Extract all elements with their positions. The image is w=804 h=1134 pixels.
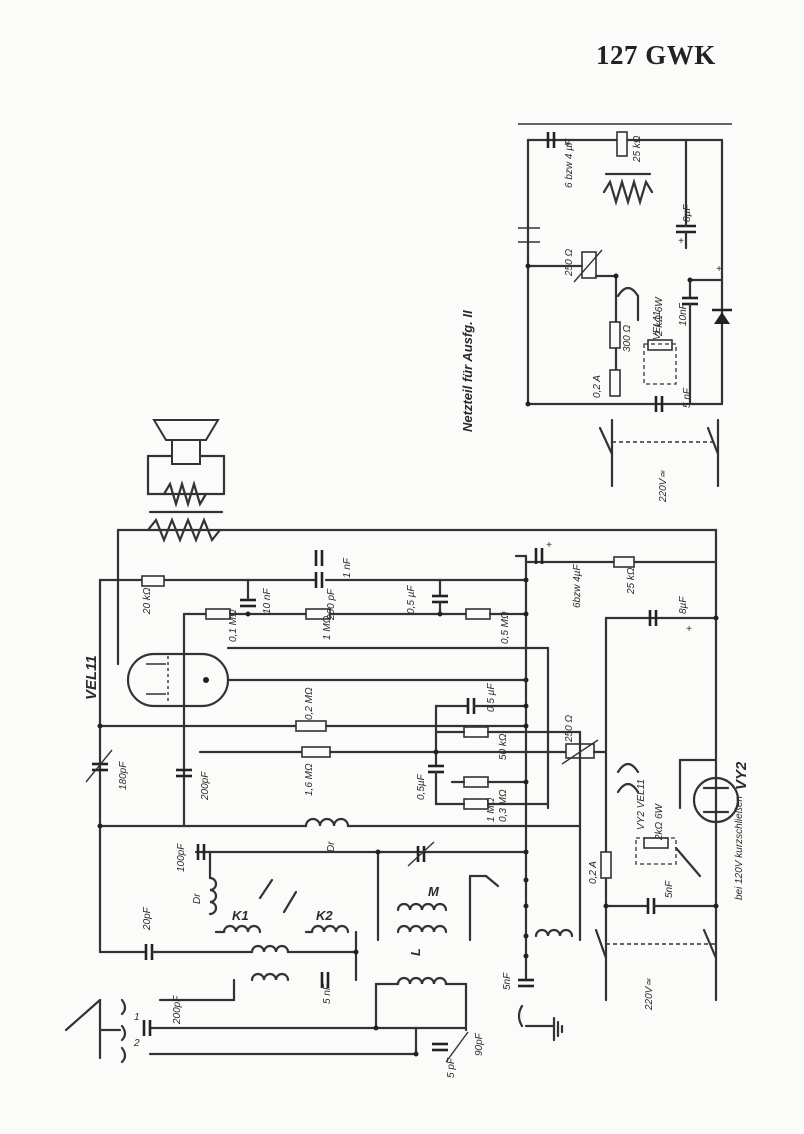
inset-fuse	[609, 369, 621, 397]
resistor-20k	[141, 575, 165, 587]
inset-power-supply: + 25 kΩ 6 bzw 4 µF 8µF + 250 Ω	[460, 123, 732, 503]
label-0-5uf-c: 0,5µF	[416, 773, 427, 800]
label-100pf: 100pF	[176, 843, 187, 872]
plus-b: +	[686, 624, 692, 635]
label-vy2-vel11: VY2 VEL11	[636, 779, 647, 830]
label-200pf-a: 200 pF	[326, 588, 337, 621]
inset-label-10n: 10nF	[678, 302, 689, 326]
label-180pf: 180pF	[118, 761, 129, 790]
label-dr-2: Dr	[326, 841, 337, 852]
label-0-5m: 0,5 MΩ	[500, 611, 511, 644]
label-vel11-tube: VEL11	[83, 655, 100, 700]
label-l: L	[408, 948, 423, 956]
inset-label-6bzw4: 6 bzw 4 µF	[564, 138, 575, 188]
label-0-2m: 0,2 MΩ	[304, 687, 315, 720]
model-title: 127 GWK	[596, 40, 716, 70]
label-bei-120v: bei 120V kurzschließen	[734, 796, 745, 900]
inset-caption: Netzteil für Ausfg. II	[460, 310, 475, 432]
inset-label-2k: 2 kΩ 6W	[654, 296, 665, 337]
resistor-0-1m	[205, 608, 231, 620]
label-vy2-tube: VY2	[733, 761, 750, 790]
label-k1: K1	[232, 908, 249, 923]
resistor-2k-6w	[643, 837, 669, 849]
resistor-0-2m	[295, 720, 327, 732]
main-wiring: 20 kΩ 1 nF + 6bzw 4µF 25 kΩ 8µF +	[64, 528, 750, 1078]
inset-plus-1: +	[564, 140, 570, 151]
inset-plus-2: +	[678, 236, 684, 247]
label-20k: 20 kΩ	[142, 587, 153, 615]
inset-label-5n: 5 nF	[682, 387, 693, 408]
label-5nf-a: 5 nF	[322, 983, 333, 1004]
label-8uf: 8µF	[678, 596, 689, 614]
label-5nf-c: 5nF	[664, 880, 675, 898]
label-5nf-b: 5nF	[502, 972, 513, 990]
inset-label-300: 300 Ω	[622, 325, 633, 352]
label-1m: 1 MΩ	[322, 615, 333, 640]
label-mains: 220V≃	[644, 978, 655, 1011]
resistor-50k-body	[463, 726, 489, 738]
label-1m-b: 1 MΩ	[486, 797, 497, 822]
label-200pf-c: 200pF	[172, 995, 183, 1025]
label-m: M	[428, 884, 440, 899]
label-50k: 50 kΩ	[498, 733, 509, 760]
label-ant-1: 1	[134, 1012, 140, 1023]
label-250: 250 Ω	[564, 715, 575, 743]
label-90pf: 90pF	[474, 1032, 485, 1056]
tube-vy2	[692, 776, 740, 824]
inset-resistor-25k	[616, 131, 628, 157]
inset-label-mains: 220V≃	[658, 470, 669, 503]
plus-a: +	[546, 540, 552, 551]
inset-label-250: 250 Ω	[564, 249, 575, 277]
label-k2: K2	[316, 908, 333, 923]
label-2k-6w: 2kΩ 6W	[654, 802, 665, 841]
resistor-0-3m	[463, 776, 489, 788]
tube-vel11	[126, 652, 230, 708]
label-fuse: 0,2 A	[588, 861, 599, 884]
inset-resistor-2k	[647, 339, 673, 351]
label-6bzw4: 6bzw 4µF	[572, 564, 583, 608]
label-0-3m: 0,3 MΩ	[498, 789, 509, 822]
resistor-25k	[613, 556, 635, 568]
label-dr-1: Dr	[192, 893, 203, 904]
label-0-5uf-a: 0,5 µF	[406, 585, 417, 614]
inset-plus-3: +	[716, 264, 722, 275]
label-25k: 25 kΩ	[626, 567, 637, 595]
label-1nf: 1 nF	[342, 557, 353, 578]
label-200pf-b: 200pF	[200, 771, 211, 801]
resistor-1m-b	[463, 798, 489, 810]
inset-label-25k: 25 kΩ	[632, 135, 643, 163]
inset-label-fuse: 0,2 A	[592, 375, 603, 398]
label-20pf: 20pF	[142, 906, 153, 931]
label-10nf: 10 nF	[262, 588, 273, 614]
label-5pf: 5 pF	[446, 1057, 457, 1078]
resistor-1-6m	[301, 746, 331, 758]
label-ant-2: 2	[133, 1038, 140, 1049]
inset-label-vel11: VEL11	[652, 311, 663, 340]
loudspeaker	[146, 419, 226, 543]
inset-label-8uf: 8µF	[682, 204, 693, 222]
fuse-main	[600, 851, 612, 879]
label-0-5uf-b: 0,5 µF	[486, 683, 497, 712]
resistor-0-5m	[465, 608, 491, 620]
label-1-6m: 1,6 MΩ	[304, 763, 315, 796]
label-0-1m: 0,1 MΩ	[228, 609, 239, 642]
inset-resistor-300	[609, 321, 621, 349]
